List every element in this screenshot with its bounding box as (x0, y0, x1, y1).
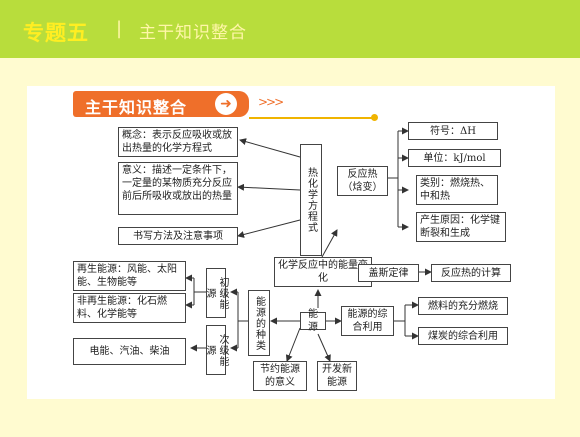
meaning-box: 意义：描述一定条件下，一定量的某物质充分反应前后所吸收或放出的热量 (118, 162, 238, 215)
energy-box: 能源 (300, 309, 326, 333)
primary-energy-box: 初级能源 (204, 268, 228, 318)
writing-box: 书写方法及注意事项 (118, 227, 238, 245)
cause-box: 产生原因：化学键断裂和生成 (416, 212, 506, 242)
comprehensive-use-box: 能源的综合利用 (341, 306, 394, 336)
title-separator: | (116, 18, 123, 39)
hess-law-box: 盖斯定律 (358, 264, 419, 282)
secondary-energy-box: 次级能源 (204, 325, 228, 375)
energy-change-box: 化学反应中的能量变化 (274, 257, 372, 287)
section-tag: 主干知识整合 ➜ (73, 91, 249, 117)
symbol-box: 符号：ΔH (408, 122, 498, 140)
arrow-circle-icon: ➜ (215, 93, 237, 115)
thermochemical-equation-box: 热化学方程式 (300, 144, 322, 256)
underline-dot (371, 114, 378, 121)
topic-title: 专题五 (23, 21, 89, 45)
energy-types-box: 能源的种类 (248, 290, 270, 356)
section-tag-label: 主干知识整合 (85, 98, 188, 117)
renewable-energy-box: 再生能源：风能、太阳能、生物能等 (73, 261, 186, 291)
concept-box: 概念：表示反应吸收或放出热量的化学方程式 (118, 127, 238, 157)
full-combustion-box: 燃料的充分燃烧 (418, 297, 508, 315)
nonrenewable-energy-box: 非再生能源：化石燃料、化学能等 (73, 293, 186, 323)
new-energy-box: 开发新能源 (317, 361, 357, 391)
coal-use-box: 煤炭的综合利用 (418, 327, 508, 345)
chevrons-icon: >>> (258, 95, 284, 109)
secondary-items-box: 电能、汽油、柴油 (73, 338, 186, 365)
reaction-heat-box: 反应热（焓变） (337, 166, 388, 196)
category-box: 类别：燃烧热、中和热 (416, 175, 498, 205)
unit-box: 单位：kJ/mol (408, 149, 501, 167)
tag-underline (249, 117, 374, 119)
heat-calculation-box: 反应热的计算 (431, 264, 511, 282)
topic-subtitle: 主干知识整合 (139, 23, 247, 43)
save-energy-box: 节约能源的意义 (253, 361, 307, 391)
header-bar: 专题五 | 主干知识整合 (0, 0, 580, 58)
